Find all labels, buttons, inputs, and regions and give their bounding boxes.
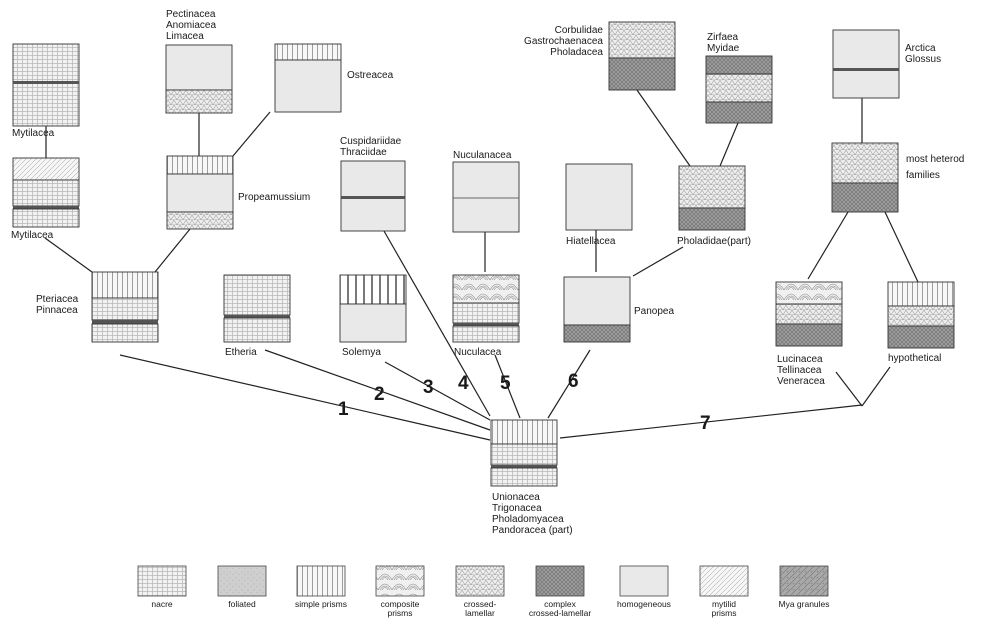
branch-number-4: 4 xyxy=(458,373,469,394)
legend-swatch-simple-prisms xyxy=(296,565,346,597)
box-zirfaea xyxy=(705,55,773,124)
box-corbulidae xyxy=(608,21,676,91)
box-unionacea xyxy=(490,419,558,487)
branch-number-5: 5 xyxy=(500,373,511,394)
label-zirfaea: Zirfaea Myidae xyxy=(707,32,740,54)
box-hiatellacea xyxy=(565,163,633,231)
legend-swatch-foliated xyxy=(217,565,267,597)
legend-swatches xyxy=(137,565,829,597)
legend-label-foliated: foliated xyxy=(228,599,256,609)
label-pholadidae: Pholadidae(part) xyxy=(677,236,751,247)
label-corbulidae: Corbulidae Gastrochaenacea Pholadacea xyxy=(524,25,603,58)
box-nuculacea xyxy=(452,274,520,343)
box-solemya xyxy=(339,274,407,343)
label-pectinacea: Pectinacea Anomiacea Limacea xyxy=(166,9,217,42)
box-mytilacea-top xyxy=(12,43,80,127)
legend-swatch-mya-granules xyxy=(779,565,829,597)
label-nuculacea: Nuculacea xyxy=(454,347,502,358)
label-etheria: Etheria xyxy=(225,347,257,358)
label-arctica: Arctica Glossus xyxy=(905,43,942,65)
branch-number-7: 7 xyxy=(700,413,711,434)
legend-swatch-composite-prisms xyxy=(375,565,425,597)
label-ostreacea: Ostreacea xyxy=(347,70,394,81)
label-propeamussium: Propeamussium xyxy=(238,192,311,203)
box-cuspidariidae xyxy=(340,160,406,232)
label-hypothetical: hypothetical xyxy=(888,353,942,364)
legend-label-mytilid-prisms: mytilid prisms xyxy=(711,599,737,618)
label-pteriacea: Pteriacea Pinnacea xyxy=(36,294,79,316)
legend-swatch-crossed-lamellar xyxy=(455,565,505,597)
legend-swatch-nacre xyxy=(137,565,187,597)
box-arctica xyxy=(832,29,900,99)
tree-lines xyxy=(44,89,919,441)
label-unionacea: Unionacea Trigonacea Pholadomyacea Pando… xyxy=(492,492,573,536)
label-solemya: Solemya xyxy=(342,347,381,358)
label-mytilacea-top: Mytilacea xyxy=(12,128,55,139)
label-hiatellacea: Hiatellacea xyxy=(566,236,616,247)
label-cuspidariidae: Cuspidariidae Thraciidae xyxy=(340,136,402,158)
box-hypothetical xyxy=(887,281,955,349)
box-nuculanacea xyxy=(452,161,520,233)
box-panopea xyxy=(563,276,631,343)
label-nuculanacea: Nuculanacea xyxy=(453,150,512,161)
branch-number-2: 2 xyxy=(374,384,385,405)
legend-label-mya-granules: Mya granules xyxy=(778,599,830,609)
box-mytilacea-mid xyxy=(12,157,80,228)
box-ostreacea xyxy=(274,43,342,113)
legend-label-simple-prisms: simple prisms xyxy=(295,599,347,609)
legend-swatch-mytilid-prisms xyxy=(699,565,749,597)
legend-label-crossed-lamellar: crossed- lamellar xyxy=(463,599,497,618)
label-most-heterodont: most heterod families xyxy=(906,154,965,181)
legend-label-composite-prisms: composite prisms xyxy=(380,599,420,618)
box-lucinacea xyxy=(775,281,843,347)
box-pholadidae xyxy=(678,165,746,231)
label-panopea: Panopea xyxy=(634,306,675,317)
legend-label-homogeneous: homogeneous xyxy=(617,599,671,609)
legend-swatch-homogeneous xyxy=(619,565,669,597)
box-pectinacea xyxy=(165,44,233,114)
legend-swatch-complex-crossed-lamellar xyxy=(535,565,585,597)
box-heterodont xyxy=(831,142,899,213)
box-propeamussium xyxy=(166,155,234,230)
branch-number-3: 3 xyxy=(423,377,434,398)
legend-label-nacre: nacre xyxy=(151,599,173,609)
legend-label-complex-crossed-lamellar: complex crossed-lamellar xyxy=(528,599,592,618)
label-lucinacea: Lucinacea Tellinacea Veneracea xyxy=(777,354,825,387)
branch-number-1: 1 xyxy=(338,399,349,420)
box-etheria xyxy=(223,274,291,343)
branch-number-6: 6 xyxy=(568,371,579,392)
label-mytilacea-mid: Mytilacea xyxy=(11,230,54,241)
box-pteriacea xyxy=(91,271,159,343)
